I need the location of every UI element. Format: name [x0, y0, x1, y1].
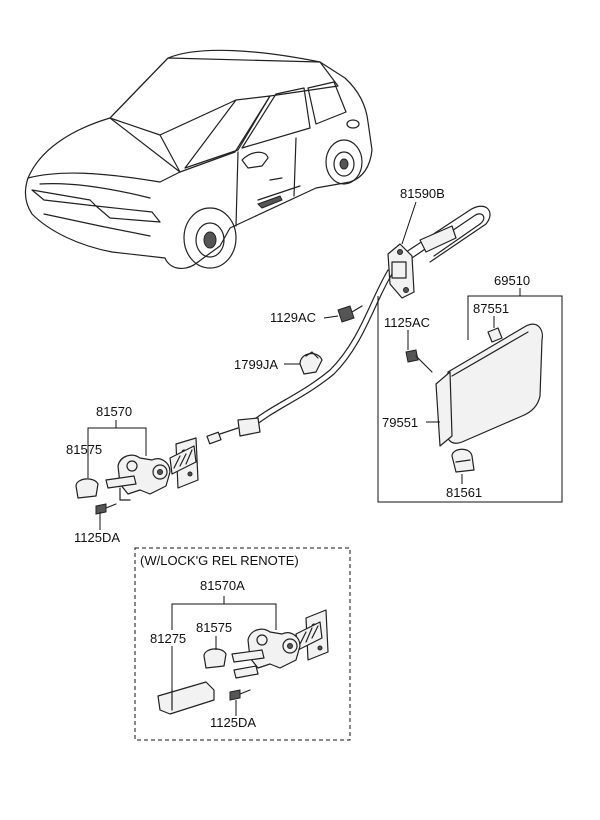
screw-1129ac [337, 305, 363, 323]
option-title: (W/LOCK'G REL RENOTE) [140, 553, 299, 568]
vehicle-illustration [24, 49, 373, 269]
label-81275: 81275 [150, 631, 186, 646]
label-81561: 81561 [446, 485, 482, 500]
label-81575-bottom: 81575 [196, 620, 232, 635]
label-81590b: 81590B [400, 186, 445, 201]
leader-lines [87, 201, 521, 716]
label-81575-top: 81575 [66, 442, 102, 457]
label-1799ja: 1799JA [234, 357, 278, 372]
label-69510: 69510 [494, 273, 530, 288]
latch-assembly-81570 [75, 437, 199, 515]
label-1125da-top: 1125DA [74, 530, 120, 545]
label-1125ac: 1125AC [384, 315, 430, 330]
latch-assembly-81570a [157, 609, 329, 715]
release-cable-81590b [206, 205, 491, 445]
label-79551: 79551 [382, 415, 418, 430]
label-1129ac: 1129AC [270, 310, 316, 325]
label-81570a: 81570A [200, 578, 245, 593]
clamp-1799ja [299, 351, 323, 375]
fuel-filler-door-assembly [377, 295, 563, 503]
optional-lock-release-frame [134, 547, 351, 741]
label-87551: 87551 [473, 301, 509, 316]
label-1125da-bottom: 1125DA [210, 715, 256, 730]
label-81570: 81570 [96, 404, 132, 419]
